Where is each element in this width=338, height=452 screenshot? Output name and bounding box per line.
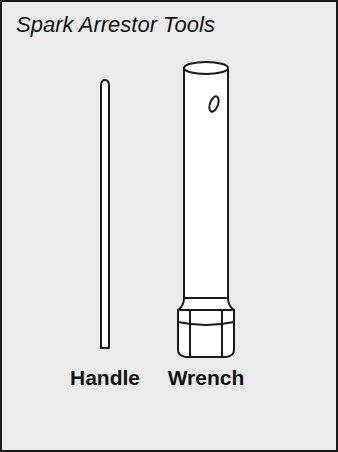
wrench-hole	[208, 95, 221, 113]
part-label: Wrench	[168, 366, 245, 390]
part-label: Handle	[70, 366, 140, 390]
wrench-tube	[184, 68, 228, 298]
wrench-hex	[178, 310, 234, 357]
hex-edge	[221, 311, 223, 356]
hex-chamfer	[178, 322, 234, 325]
wrench-flare	[178, 298, 234, 310]
hex-edge	[189, 311, 191, 356]
wrench-tube-top	[184, 62, 228, 74]
panel-title: Spark Arrestor Tools	[16, 12, 215, 38]
handle-rod	[101, 80, 109, 348]
